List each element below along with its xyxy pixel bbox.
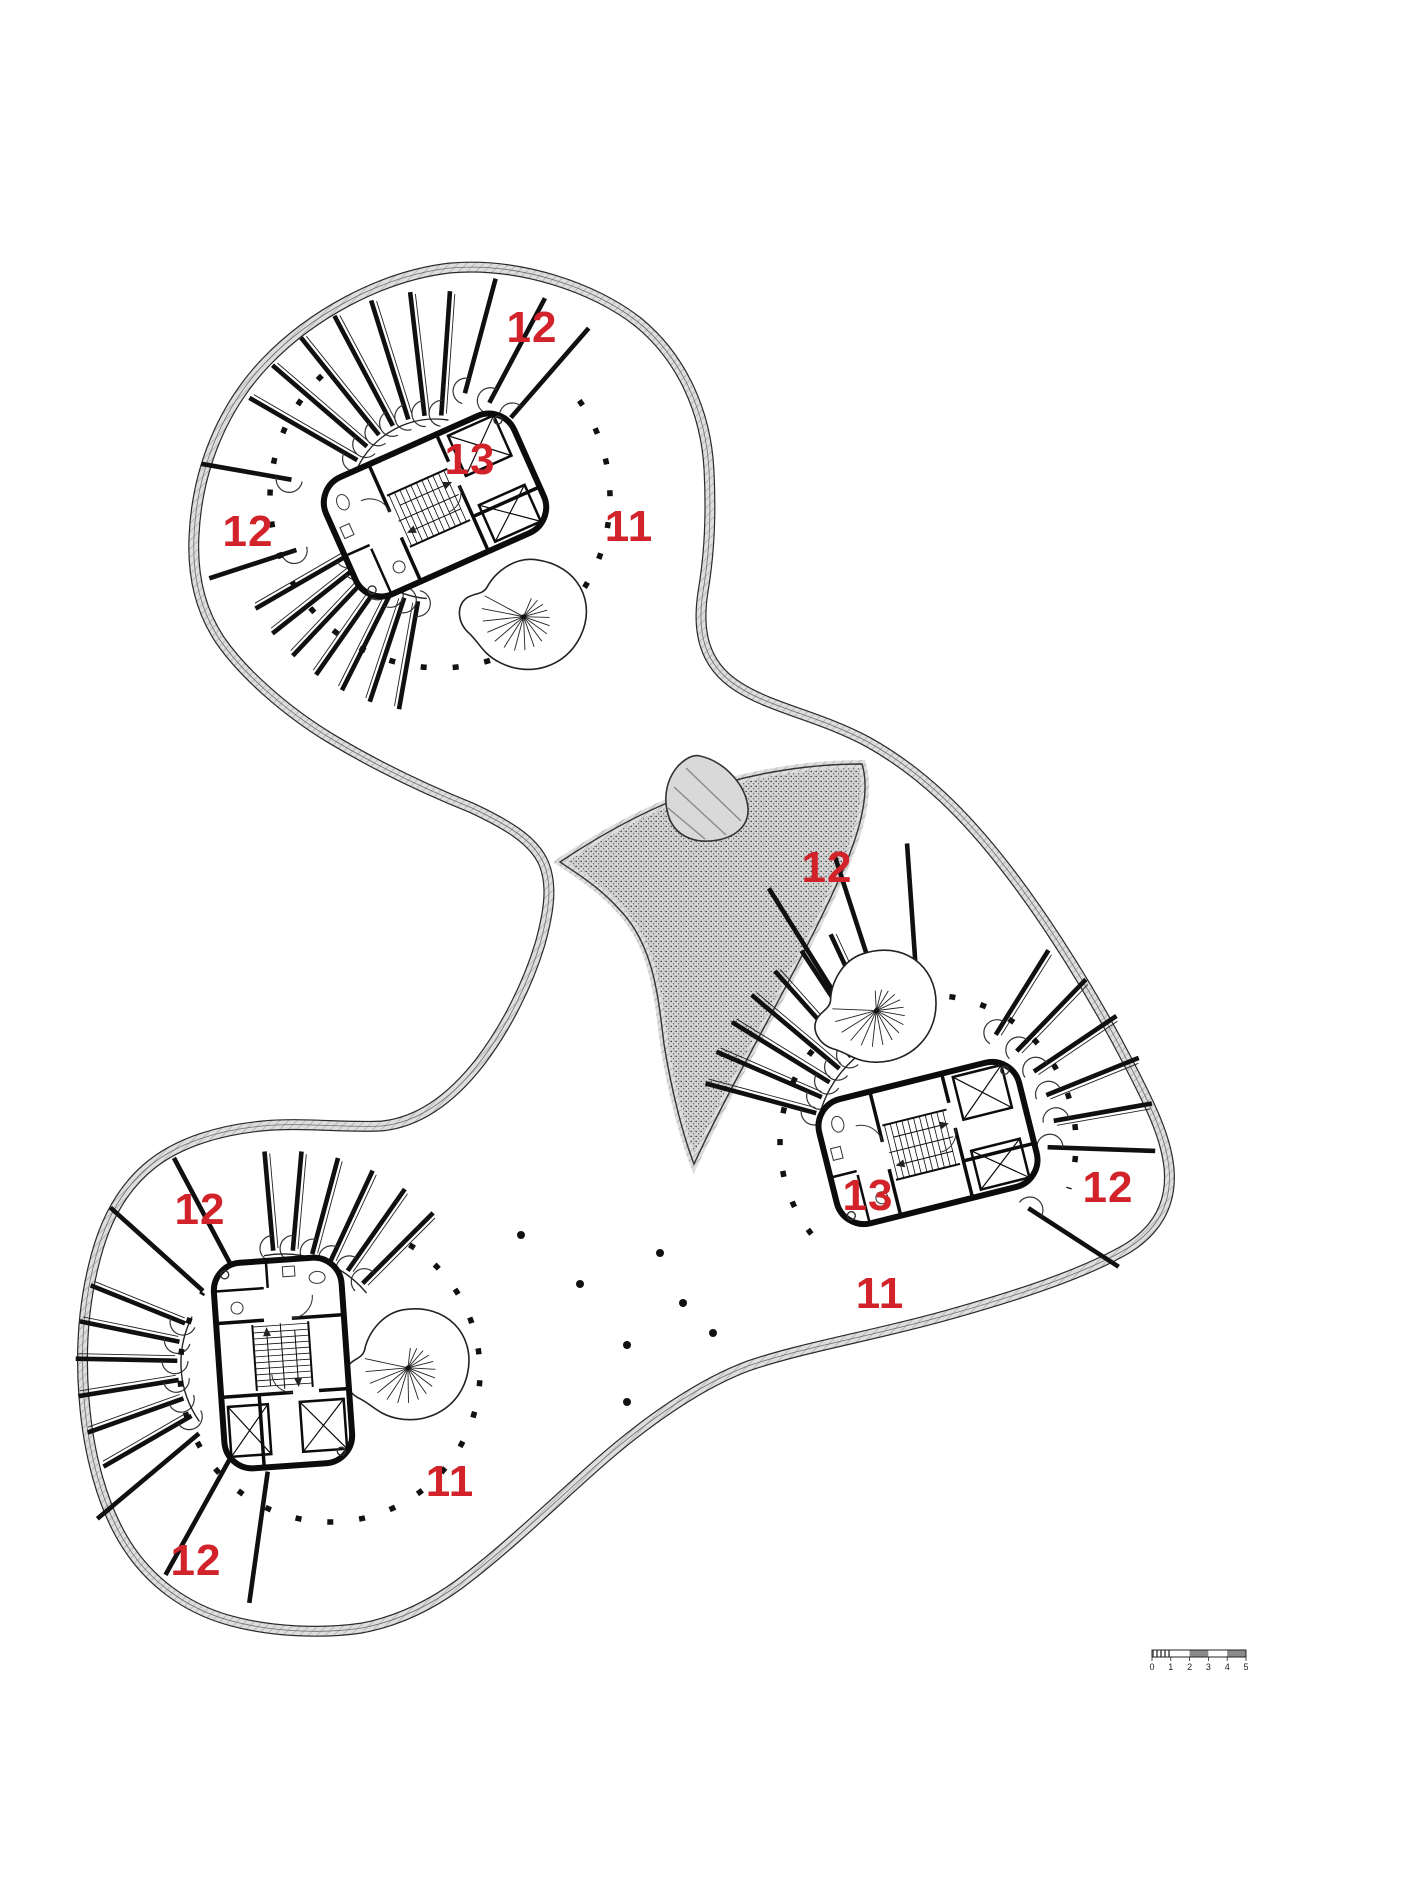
partition-walls	[75, 278, 1156, 1604]
scale-num-4: 4	[1225, 1662, 1230, 1672]
scale-bar-seg-2	[1189, 1650, 1209, 1657]
scale-bar-seg-1	[1170, 1650, 1190, 1657]
zone-label-11-mid-hall: 11	[856, 1269, 905, 1318]
scale-bar-seg-4	[1227, 1650, 1246, 1657]
scale-num-1: 1	[1168, 1662, 1173, 1672]
zone-label-11-top-hall: 11	[605, 502, 654, 551]
zone-labels: 12 13 12 11 12 13 12 11 12 11 12	[171, 303, 1134, 1585]
scale-num-5: 5	[1243, 1662, 1248, 1672]
scale-bar-seg-0	[1152, 1650, 1171, 1657]
skylight-triangle	[665, 754, 749, 842]
zone-label-12-top-west: 12	[223, 507, 274, 556]
scale-bar-ticks	[1151, 1657, 1247, 1661]
zone-label-13-mid-core: 13	[843, 1171, 894, 1220]
zone-label-12-top-north: 12	[507, 303, 558, 352]
floor-column-dots	[517, 1231, 717, 1406]
scale-num-2: 2	[1187, 1662, 1192, 1672]
scale-bar: 0 1 2 3 4 5	[1149, 1649, 1249, 1672]
dashed-tick-arcs	[177, 361, 1079, 1525]
scale-num-3: 3	[1206, 1662, 1211, 1672]
zone-label-12-mid-north: 12	[802, 843, 853, 892]
scale-bar-seg-3	[1208, 1650, 1228, 1657]
zone-label-12-bottom-south: 12	[171, 1536, 222, 1585]
zone-label-11-bottom-hall: 11	[426, 1457, 475, 1506]
zone-label-12-mid-east: 12	[1083, 1163, 1134, 1212]
scale-num-0: 0	[1149, 1662, 1154, 1672]
service-cores	[210, 410, 1041, 1472]
zone-label-13-top-core: 13	[445, 435, 496, 484]
spiral-stairs	[343, 558, 937, 1421]
zone-label-12-bottom-northwest: 12	[175, 1185, 226, 1234]
